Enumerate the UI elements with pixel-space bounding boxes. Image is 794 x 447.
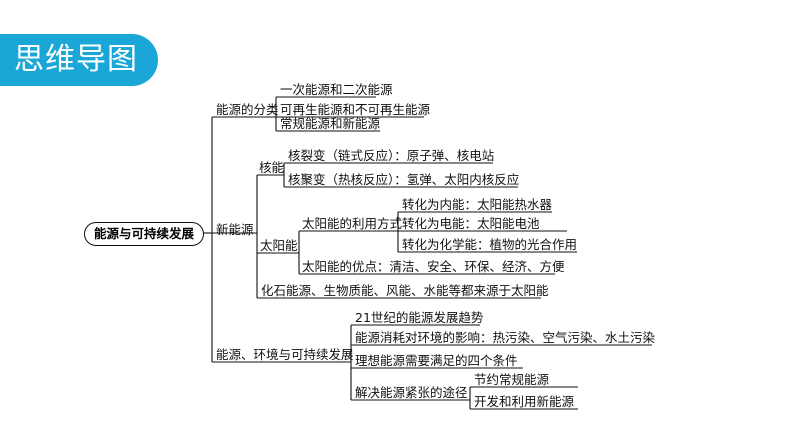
node-solar: 太阳能 bbox=[260, 238, 298, 253]
node-renewable: 可再生能源和不可再生能源 bbox=[280, 102, 431, 117]
node-solutions: 解决能源紧张的途径 bbox=[355, 385, 468, 400]
node-save-energy: 节约常规能源 bbox=[474, 372, 550, 387]
node-to-internal: 转化为内能：太阳能热水器 bbox=[402, 197, 553, 212]
node-to-chemical: 转化为化学能：植物的光合作用 bbox=[402, 237, 578, 252]
node-conventional: 常规能源和新能源 bbox=[280, 116, 381, 131]
node-sustainable: 能源、环境与可持续发展 bbox=[216, 347, 354, 362]
node-ideal-energy: 理想能源需要满足的四个条件 bbox=[355, 353, 518, 368]
node-nuclear: 核能 bbox=[259, 160, 285, 175]
page-title: 思维导图 bbox=[14, 42, 138, 77]
node-to-electric: 转化为电能：太阳能电池 bbox=[402, 216, 540, 231]
node-new-energy: 新能源 bbox=[216, 222, 254, 237]
node-energy-classification: 能源的分类 bbox=[216, 102, 279, 117]
root-node: 能源与可持续发展 bbox=[84, 222, 204, 246]
node-trend: 21世纪的能源发展趋势 bbox=[355, 310, 484, 325]
node-solar-use: 太阳能的利用方式 bbox=[302, 216, 403, 231]
node-primary-secondary: 一次能源和二次能源 bbox=[280, 82, 393, 97]
node-fossil: 化石能源、生物质能、风能、水能等都来源于太阳能 bbox=[261, 283, 549, 298]
node-fusion: 核聚变（热核反应）：氢弹、太阳内核反应 bbox=[288, 172, 520, 187]
node-fission: 核裂变（链式反应）：原子弹、核电站 bbox=[288, 148, 495, 163]
title-badge: 思维导图 bbox=[0, 34, 158, 86]
node-solar-merits: 太阳能的优点：清洁、安全、环保、经济、方便 bbox=[302, 259, 565, 274]
node-env-impact: 能源消耗对环境的影响：热污染、空气污染、水土污染 bbox=[355, 330, 656, 345]
node-develop-new: 开发和利用新能源 bbox=[474, 394, 575, 409]
